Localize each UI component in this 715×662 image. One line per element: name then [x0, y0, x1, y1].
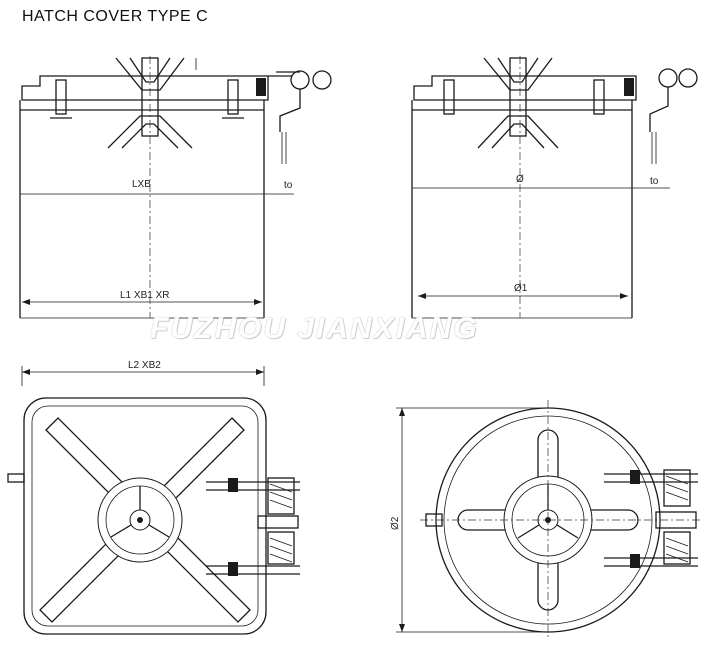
label-to-left: to	[284, 180, 293, 191]
watermark-text: FUZHOU JIANXIANG	[150, 312, 479, 345]
round-hatch-plan	[396, 400, 700, 640]
label-phi: Ø	[516, 174, 524, 185]
round-hatch-elevation	[411, 56, 698, 319]
round-hinge-assembly	[604, 469, 698, 568]
label-phi1: Ø1	[514, 283, 528, 294]
drawing-title: HATCH COVER TYPE C	[22, 8, 209, 25]
label-phi2: Ø2	[390, 516, 401, 530]
label-l1xb1xr: L1 XB1 XR	[120, 290, 169, 301]
label-to-right: to	[650, 176, 659, 187]
square-hatch-plan	[7, 366, 300, 635]
label-lxb: LXB	[132, 179, 151, 190]
square-hatch-elevation	[19, 56, 332, 319]
label-l2xb2: L2 XB2	[128, 360, 161, 371]
square-hinge-assembly	[206, 477, 300, 576]
